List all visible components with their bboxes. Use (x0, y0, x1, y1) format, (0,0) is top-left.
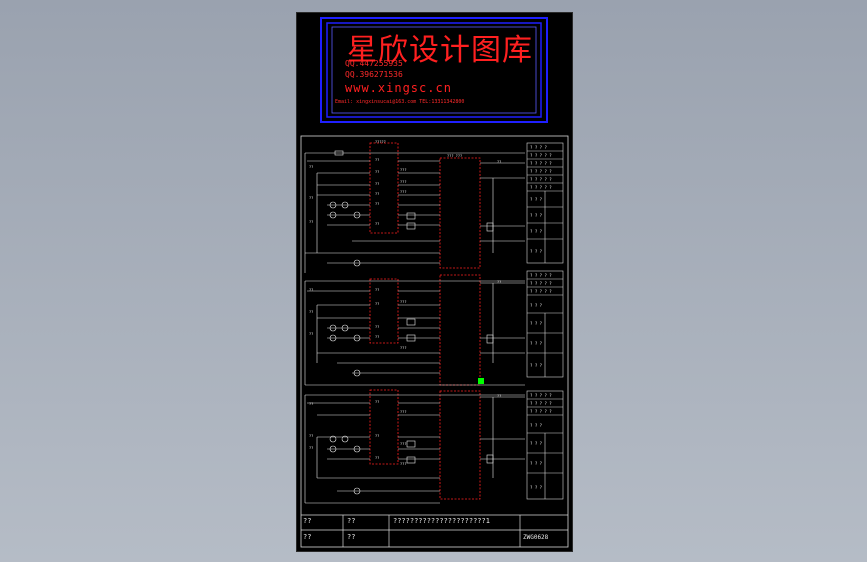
svg-text:??: ?? (309, 310, 313, 314)
svg-text:??: ?? (309, 288, 313, 292)
svg-text:??: ?? (375, 335, 379, 339)
svg-text:??: ?? (497, 160, 501, 164)
selection-marker[interactable] (478, 378, 484, 384)
svg-text:??: ?? (375, 325, 379, 329)
svg-text:??: ?? (375, 170, 379, 174)
terminal-table-3 (526, 390, 564, 500)
svg-text:? ? ? ? ?: ? ? ? ? ? (530, 153, 552, 158)
wiring-group-2 (304, 280, 525, 386)
brand-title: 星欣设计图库 (347, 33, 533, 68)
svg-text:? ? ?: ? ? ? (530, 341, 543, 346)
drawing-number: ZWG0628 (523, 534, 549, 541)
svg-text:??: ?? (375, 302, 379, 306)
svg-text:??: ?? (375, 158, 379, 162)
svg-text:???: ??? (400, 410, 407, 414)
svg-text:? ? ?: ? ? ? (530, 321, 543, 326)
svg-text:??: ?? (375, 288, 379, 292)
svg-text:? ? ? ? ?: ? ? ? ? ? (530, 393, 552, 398)
title-block-cell-4: ?? (303, 533, 312, 541)
svg-text:? ? ?: ? ? ? (530, 213, 543, 218)
svg-text:? ? ? ? ?: ? ? ? ? ? (530, 185, 552, 190)
title-block-cell-2: ?? (347, 517, 356, 525)
svg-text:? ? ? ?: ? ? ? ? (530, 145, 547, 150)
svg-text:??: ?? (375, 222, 379, 226)
title-block-cell-3: ??????????????????????1 (393, 517, 490, 525)
svg-text:? ? ?: ? ? ? (530, 303, 543, 308)
svg-text:? ? ? ? ?: ? ? ? ? ? (530, 401, 552, 406)
qq-number-1: QQ.447255935 (345, 59, 403, 68)
svg-text:? ? ? ? ?: ? ? ? ? ? (530, 161, 552, 166)
drawing-frame (300, 135, 569, 548)
svg-text:???: ??? (400, 168, 407, 172)
svg-text:??: ?? (309, 220, 313, 224)
plc-module-boxes (369, 142, 481, 500)
svg-text:??: ?? (309, 196, 313, 200)
svg-text:??? ???: ??? ??? (447, 154, 462, 158)
svg-text:??: ?? (375, 192, 379, 196)
svg-text:???: ??? (400, 300, 407, 304)
banner-frame-border (331, 26, 537, 114)
wiring-group-1 (304, 152, 525, 273)
svg-text:??: ?? (497, 394, 501, 398)
terminal-table-2 (526, 270, 564, 378)
website-url: www.xingsc.cn (345, 81, 452, 95)
svg-text:??: ?? (497, 280, 501, 284)
svg-text:? ? ? ? ?: ? ? ? ? ? (530, 273, 552, 278)
wire-annotations: ???????? ??? ?????? ?????? ????????? ???… (309, 140, 501, 466)
svg-text:? ? ?: ? ? ? (530, 363, 543, 368)
svg-text:??: ?? (375, 400, 379, 404)
contact-line: Email: xingxinsucai@163.com TEL:13311342… (335, 99, 465, 105)
svg-text:? ? ? ? ?: ? ? ? ? ? (530, 177, 552, 182)
svg-text:??: ?? (309, 165, 313, 169)
svg-text:??: ?? (375, 456, 379, 460)
svg-text:? ? ?: ? ? ? (530, 249, 543, 254)
wiring-group-3 (304, 394, 525, 504)
svg-text:???: ??? (400, 442, 407, 446)
svg-text:??: ?? (375, 434, 379, 438)
svg-text:? ? ? ? ?: ? ? ? ? ? (530, 289, 552, 294)
svg-text:? ? ? ? ?: ? ? ? ? ? (530, 281, 552, 286)
svg-text:???: ??? (400, 346, 407, 350)
svg-text:???: ??? (400, 190, 407, 194)
svg-text:??: ?? (309, 434, 313, 438)
title-block-cell-5: ?? (347, 533, 356, 541)
title-block-cell-1: ?? (303, 517, 312, 525)
svg-text:? ? ?: ? ? ? (530, 461, 543, 466)
component-symbols (329, 150, 494, 495)
svg-text:? ? ?: ? ? ? (530, 423, 543, 428)
svg-text:???: ??? (400, 180, 407, 184)
svg-text:??: ?? (309, 402, 313, 406)
svg-text:? ? ?: ? ? ? (530, 441, 543, 446)
svg-text:? ? ? ? ?: ? ? ? ? ? (530, 409, 552, 414)
svg-text:??: ?? (309, 332, 313, 336)
svg-text:? ? ?: ? ? ? (530, 229, 543, 234)
svg-text:??: ?? (375, 182, 379, 186)
drawing-sheet[interactable]: ? ? ? ?? ? ? ? ? ? ? ? ? ?? ? ? ? ? ? ? … (296, 12, 573, 552)
title-block-grid (301, 514, 568, 547)
terminal-table-1 (526, 142, 564, 264)
qq-number-2: QQ.396271536 (345, 70, 403, 79)
svg-text:? ? ? ? ?: ? ? ? ? ? (530, 169, 552, 174)
svg-text:??: ?? (375, 202, 379, 206)
schematic-canvas[interactable]: ? ? ? ?? ? ? ? ? ? ? ? ? ?? ? ? ? ? ? ? … (297, 13, 572, 551)
terminal-table-glyphs: ? ? ? ? ? ? ? ? ? ? ? ? ? ? ? ? ? ? ? ? ? … (530, 145, 552, 490)
svg-text:? ? ?: ? ? ? (530, 485, 543, 490)
svg-text:???: ??? (400, 462, 407, 466)
svg-text:??: ?? (309, 446, 313, 450)
svg-text:? ? ?: ? ? ? (530, 197, 543, 202)
banner-frame-outer (320, 17, 548, 123)
banner-frame-inner (326, 22, 542, 118)
svg-text:?????: ????? (375, 140, 386, 144)
